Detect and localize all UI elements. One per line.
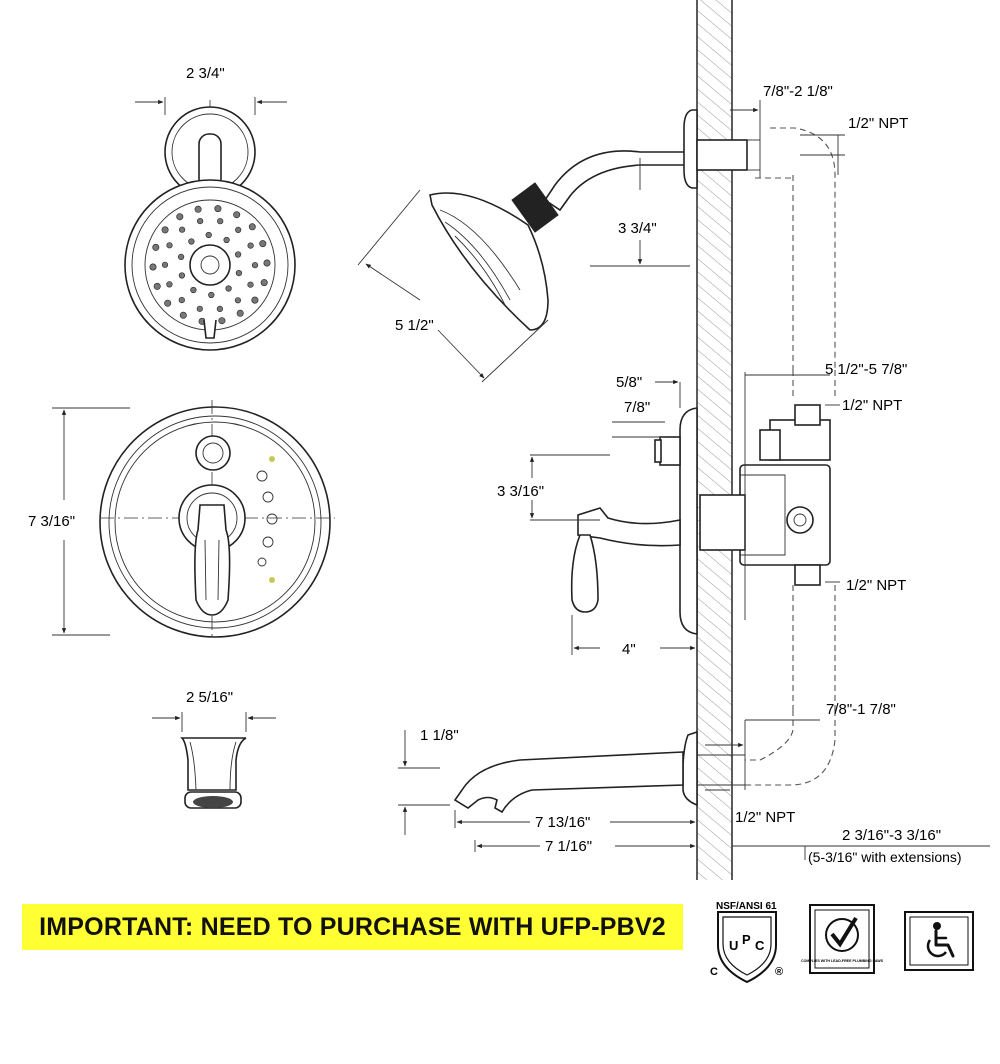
showerhead-diameter-label: 5 1/2" [395, 317, 434, 334]
spray-nozzle [166, 281, 173, 288]
spout-wall-range-label: 7/8"-1 7/8" [826, 701, 896, 718]
spray-nozzle [233, 211, 241, 219]
valve-depth-range-label: 5 1/2"-5 7/8" [825, 361, 907, 378]
showerhead-drop-label: 3 3/4" [618, 220, 657, 237]
spray-nozzle [223, 236, 230, 244]
valve-trim-front-view: 7 3/16" [28, 400, 335, 640]
valve-npt-top-label: 1/2" NPT [842, 397, 902, 414]
upc-c-mark: C [710, 966, 718, 978]
spray-nozzle [236, 309, 244, 317]
upc-registered-mark: ® [775, 966, 783, 978]
lead-free-text: COMPLIES WITH LEAD-FREE PLUMBING LAWS [801, 959, 884, 963]
showerhead-npt-label: 1/2" NPT [848, 115, 908, 132]
spray-nozzle [190, 286, 197, 294]
spray-nozzle [260, 279, 268, 287]
checkmark-icon [830, 916, 858, 948]
purchase-notice-banner: IMPORTANT: NEED TO PURCHASE WITH UFP-PBV… [22, 904, 683, 950]
spray-nozzle [197, 218, 204, 225]
valve-trim-diameter-label: 7 3/16" [28, 513, 75, 530]
spout-reach-outer-label: 7 13/16" [535, 814, 590, 831]
spray-nozzle [161, 226, 169, 234]
spray-nozzle [161, 261, 169, 268]
spout-stub-range-label: 2 3/16"-3 3/16" [842, 827, 941, 844]
spray-nozzle [259, 240, 267, 248]
spray-nozzle [176, 213, 184, 221]
spray-nozzle [188, 238, 195, 245]
lead-free-logo: COMPLIES WITH LEAD-FREE PLUMBING LAWS [801, 904, 884, 974]
spray-nozzle [225, 285, 232, 292]
wheelchair-icon [926, 922, 955, 958]
upc-letter-p: P [742, 932, 751, 947]
spout-side-view: 1 1/8" 7/8"-1 7/8" 1/2" NPT 7 13/16" 7 1… [398, 701, 990, 865]
spray-nozzle [179, 311, 187, 319]
spray-nozzle [164, 299, 172, 307]
spray-nozzle [251, 262, 259, 269]
spray-nozzle [217, 218, 224, 225]
spray-nozzle [194, 205, 202, 213]
spray-nozzle [218, 317, 226, 325]
valve-height-label: 3 3/16" [497, 483, 544, 500]
valve-side-view: 5/8" 7/8" 3 3/16" 5 1/2"-5 7/8" 1/2" NPT… [497, 361, 907, 710]
spray-nozzles [149, 205, 271, 325]
nsf-label: NSF/ANSI 61 [716, 901, 777, 912]
upc-letter-u: U [729, 938, 738, 953]
spray-nozzle [178, 297, 185, 304]
spout-npt-label: 1/2" NPT [735, 809, 795, 826]
spout-width-label: 2 5/16" [186, 689, 233, 706]
spray-nozzle [251, 296, 259, 304]
spray-nozzle [263, 259, 271, 267]
spray-nozzle [178, 272, 185, 279]
spray-nozzle [248, 223, 256, 231]
wall [696, 0, 733, 880]
spray-nozzle [166, 242, 173, 249]
valve-handle-reach-label: 4" [622, 641, 636, 658]
valve-npt-bottom-label: 1/2" NPT [846, 577, 906, 594]
upc-logo: NSF/ANSI 61 U P C C ® [710, 901, 783, 984]
spray-nozzle [214, 205, 222, 213]
spout-reach-inner-label: 7 1/16" [545, 838, 592, 855]
spout-front-view: 2 5/16" [152, 689, 276, 809]
spray-nozzle [178, 253, 185, 260]
spray-nozzle [179, 226, 186, 233]
ada-logo [904, 911, 974, 971]
spray-nozzle [216, 305, 223, 313]
spray-nozzle [149, 263, 157, 271]
spray-nozzle [196, 305, 203, 312]
spray-nozzle [208, 291, 215, 299]
spray-nozzle [247, 242, 254, 249]
valve-offset-5-8-label: 5/8" [616, 374, 642, 391]
showerhead-front-view: 2 3/4" [124, 65, 296, 351]
showerhead-wall-range-label: 7/8"-2 1/8" [763, 83, 833, 100]
spout-height-label: 1 1/8" [420, 727, 459, 744]
spray-nozzle [235, 226, 242, 233]
spray-nozzle [235, 251, 242, 258]
spray-nozzle [153, 282, 161, 290]
spray-nozzle [234, 297, 241, 304]
spray-nozzle [247, 281, 254, 288]
showerhead-width-label: 2 3/4" [186, 65, 225, 82]
spray-nozzle [235, 270, 242, 277]
spray-nozzle [205, 231, 212, 239]
showerhead-side-view: 3 3/4" 5 1/2" 7/8"-2 1/8" 1/2" NPT [357, 83, 908, 383]
upc-letter-c: C [755, 938, 765, 953]
spout-stub-ext-label: (5-3/16" with extensions) [808, 849, 962, 865]
valve-offset-7-8-label: 7/8" [624, 399, 650, 416]
spray-nozzle [152, 243, 160, 251]
